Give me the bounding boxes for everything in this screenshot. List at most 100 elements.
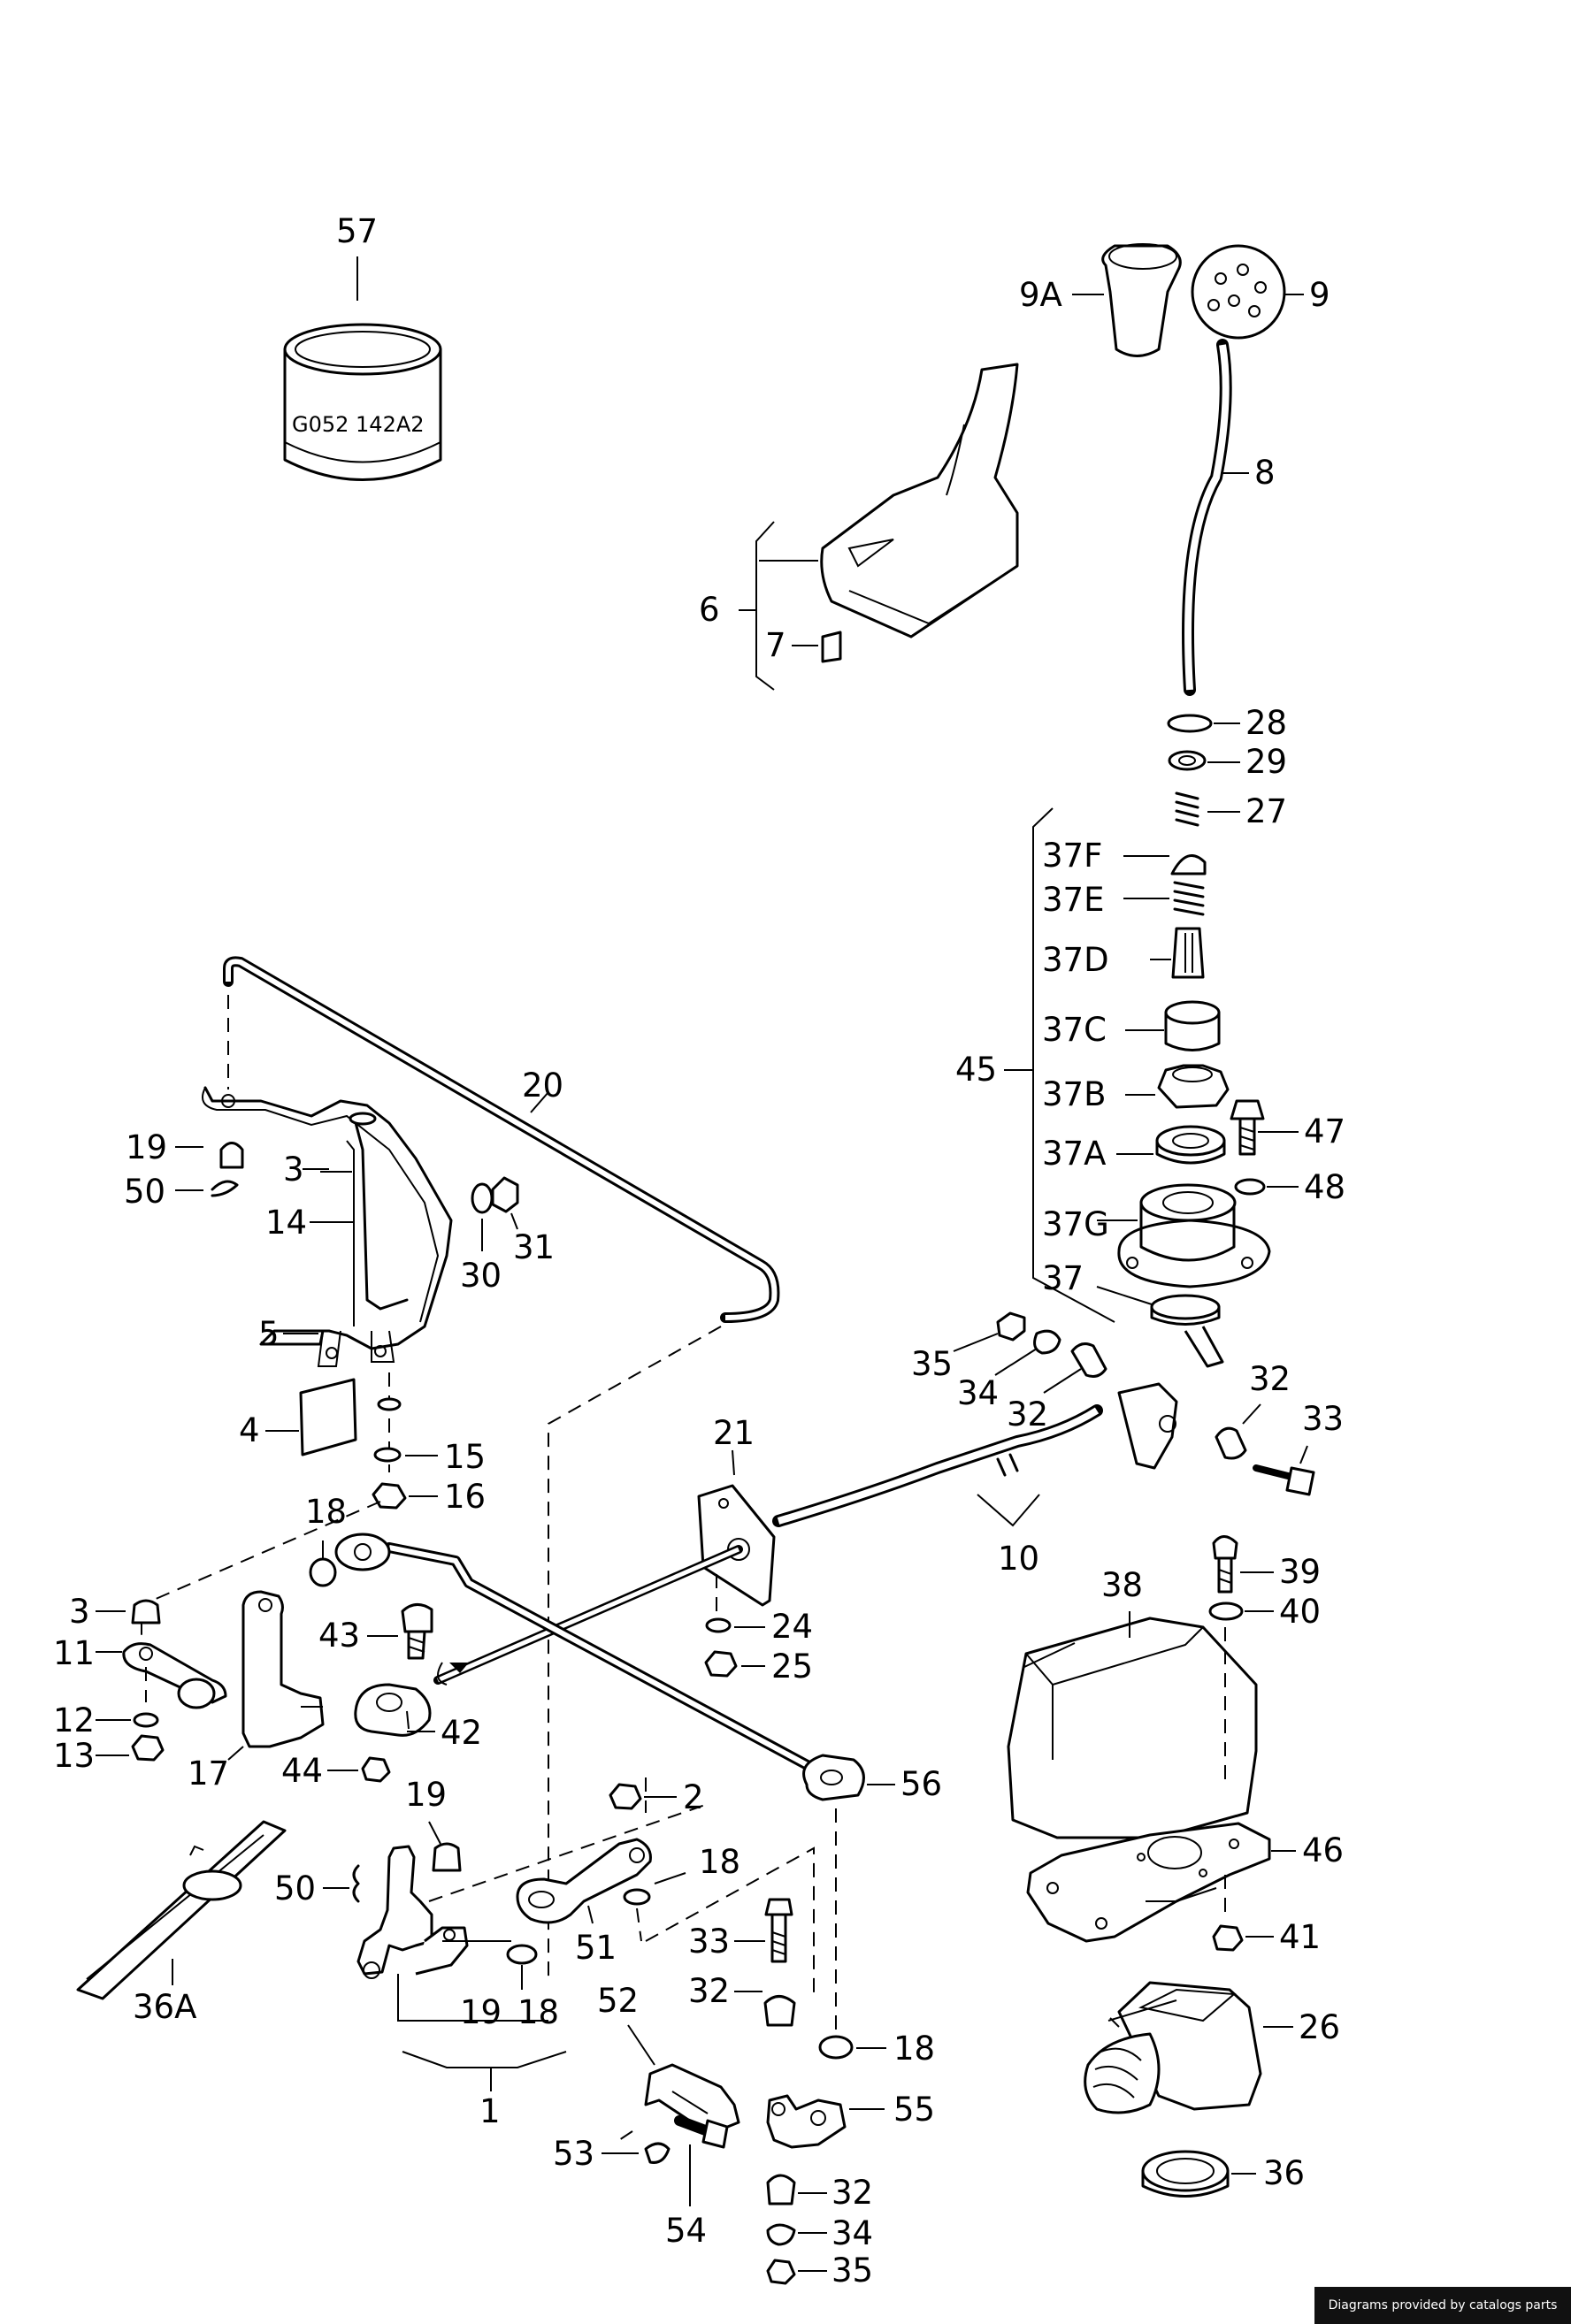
label-36a: 36A [133, 1988, 196, 2026]
label-53: 53 [553, 2135, 594, 2173]
label-37c: 37C [1042, 1011, 1107, 1049]
attribution-badge: Diagrams provided by catalogs parts [1314, 2287, 1571, 2324]
bolt-part-43 [401, 1603, 433, 1660]
label-41: 41 [1279, 1918, 1321, 1956]
shift-housing-part-26 [1084, 1981, 1262, 2114]
cover-plate-part-36a [76, 1820, 287, 2000]
label-47: 47 [1304, 1112, 1345, 1151]
label-7: 7 [765, 626, 786, 664]
bush-part-32-upper-b [1215, 1426, 1247, 1460]
label-3-upper: 3 [283, 1151, 304, 1189]
label-36: 36 [1263, 2154, 1305, 2192]
knob-part-9 [1191, 244, 1286, 340]
lever-bracket-part-14 [202, 1086, 453, 1367]
bolt-part-33-upper [1253, 1464, 1315, 1496]
label-56: 56 [900, 1765, 942, 1803]
label-31: 31 [513, 1228, 555, 1266]
label-51: 51 [575, 1929, 617, 1967]
label-30: 30 [460, 1257, 502, 1295]
label-9: 9 [1309, 276, 1330, 314]
bush-part-19-upper [219, 1142, 244, 1169]
nut-part-2 [609, 1783, 642, 1810]
label-39: 39 [1279, 1553, 1321, 1591]
washer-part-15 [373, 1447, 402, 1463]
clip-part-50-upper [211, 1180, 239, 1197]
label-37a: 37A [1042, 1135, 1106, 1173]
label-18-lower-a: 18 [517, 1993, 559, 2031]
label-5: 5 [258, 1315, 280, 1353]
label-9a: 9A [1019, 276, 1062, 314]
washer-part-48 [1234, 1178, 1266, 1196]
label-32-upper-b: 32 [1249, 1360, 1291, 1398]
bush-part-37c [1164, 1000, 1221, 1051]
label-32-upper-a: 32 [1007, 1395, 1048, 1433]
label-46: 46 [1302, 1831, 1344, 1869]
bolt-part-54 [674, 2115, 729, 2149]
label-52: 52 [597, 1982, 639, 2020]
plate-part-4 [299, 1378, 357, 1456]
control-unit-part-38 [1007, 1617, 1258, 1839]
bush-part-19-lower-a [432, 1842, 462, 1872]
bracket-part-55 [766, 2094, 847, 2149]
bush-part-32-upper-a [1070, 1342, 1107, 1378]
shift-boot-part-6 [820, 363, 1019, 638]
mounting-plate-part-46 [1026, 1822, 1271, 1943]
label-55: 55 [893, 2091, 935, 2129]
bush-part-32-lower-a [763, 1995, 796, 2027]
label-19-lower-a: 19 [405, 1776, 447, 1814]
label-2: 2 [683, 1778, 704, 1816]
nut-part-13 [131, 1734, 165, 1762]
nut-part-44 [361, 1756, 391, 1783]
label-48: 48 [1304, 1168, 1345, 1206]
nut-part-35-lower [766, 2259, 796, 2285]
label-37d: 37D [1042, 941, 1109, 979]
label-37: 37 [1042, 1259, 1084, 1297]
washer-part-12 [133, 1712, 159, 1728]
spring-part-27 [1175, 791, 1199, 827]
cap-part-37f [1170, 853, 1207, 875]
label-32-lower-b: 32 [831, 2174, 873, 2212]
bush-part-32-lower-b [766, 2174, 796, 2206]
label-18-lower-b: 18 [699, 1843, 740, 1881]
seat-part-37 [1150, 1294, 1224, 1368]
label-17: 17 [188, 1754, 229, 1793]
bush-part-29 [1168, 750, 1207, 771]
washer-part-34-upper [1033, 1329, 1061, 1355]
nut-part-41 [1212, 1924, 1244, 1952]
label-32-lower-a: 32 [688, 1972, 730, 2010]
can-marking: G052 142A2 [292, 412, 425, 437]
bearing-part-37a [1155, 1125, 1226, 1165]
bolt-part-33-lower [764, 1898, 793, 1963]
label-8: 8 [1254, 454, 1276, 492]
bush-part-3-lower [131, 1599, 161, 1625]
label-27: 27 [1245, 792, 1287, 830]
label-19-lower-b: 19 [460, 1993, 502, 2031]
label-44: 44 [281, 1752, 323, 1790]
label-10: 10 [998, 1540, 1039, 1578]
label-19-upper: 19 [126, 1128, 167, 1166]
label-21: 21 [713, 1414, 755, 1452]
relay-lever-part-17 [241, 1590, 325, 1748]
label-14: 14 [265, 1204, 307, 1242]
label-24: 24 [771, 1608, 813, 1646]
label-37g: 37G [1042, 1205, 1109, 1243]
label-4: 4 [239, 1411, 260, 1449]
clip-part-50-lower [352, 1864, 360, 1903]
label-3-lower: 3 [69, 1593, 90, 1631]
label-6: 6 [699, 591, 720, 629]
label-28: 28 [1245, 704, 1287, 742]
label-38: 38 [1101, 1566, 1143, 1604]
label-54: 54 [665, 2212, 707, 2250]
knob-part-9a [1101, 243, 1182, 357]
selector-rod-part-56 [334, 1533, 865, 1801]
label-34-lower: 34 [831, 2214, 873, 2252]
label-12: 12 [53, 1701, 95, 1739]
ring-part-28 [1167, 714, 1213, 733]
label-50-upper: 50 [124, 1173, 165, 1211]
label-15: 15 [444, 1438, 486, 1476]
clip-part-7 [821, 631, 842, 663]
sleeve-part-37d [1171, 927, 1205, 979]
selector-bracket-part-1 [356, 1845, 469, 1979]
seal-part-36 [1141, 2150, 1230, 2198]
washer-part-18-upper [309, 1557, 337, 1587]
